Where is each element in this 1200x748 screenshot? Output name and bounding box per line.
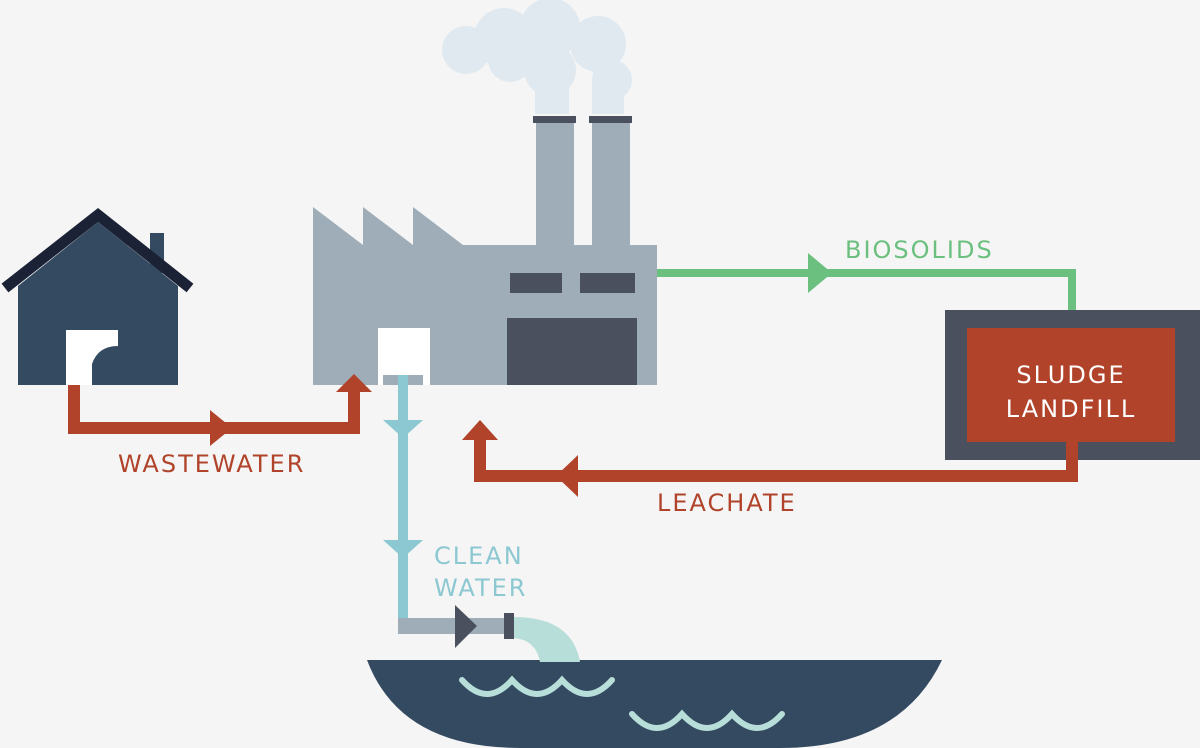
landfill-label-line1: SLUDGE [1016, 361, 1125, 389]
factory-window-left [510, 273, 562, 293]
factory-building [313, 207, 657, 385]
water-waves [459, 675, 785, 731]
landfill-fill [967, 328, 1175, 442]
clean-water-label-line1: CLEAN [434, 542, 524, 570]
wastewater-flow [68, 374, 372, 446]
clean-water-arrow-down-1 [383, 420, 423, 438]
factory-chimneys [533, 116, 632, 252]
outfall-cap [504, 613, 514, 639]
smoke-cloud [442, 0, 632, 114]
clean-water-label-line2: WATER [434, 574, 527, 602]
leachate-label: LEACHATE [657, 489, 797, 517]
biosolids-label: BIOSOLIDS [845, 236, 994, 264]
clean-water-arrow-down-2 [383, 540, 423, 558]
leachate-flow [462, 420, 1078, 497]
sludge-landfill [945, 310, 1200, 460]
leachate-arrow-left [556, 455, 578, 497]
outfall-stream [514, 617, 580, 662]
wastewater-arrow-up [336, 374, 372, 392]
clean-water-flow [383, 375, 580, 662]
house [1, 207, 194, 385]
wastewater-label: WASTEWATER [118, 450, 305, 478]
outfall-pipe [398, 618, 504, 634]
factory-window-right [580, 273, 635, 293]
factory-garage-door [507, 318, 637, 385]
landfill-label-line2: LANDFILL [1006, 395, 1136, 423]
biosolids-arrow-right [808, 253, 832, 293]
outfall-valve [455, 605, 477, 648]
leachate-arrow-up [462, 420, 498, 440]
wastewater-arrow-right [210, 410, 232, 446]
house-roof [1, 207, 194, 293]
house-door [66, 330, 118, 385]
water-body [367, 660, 942, 748]
